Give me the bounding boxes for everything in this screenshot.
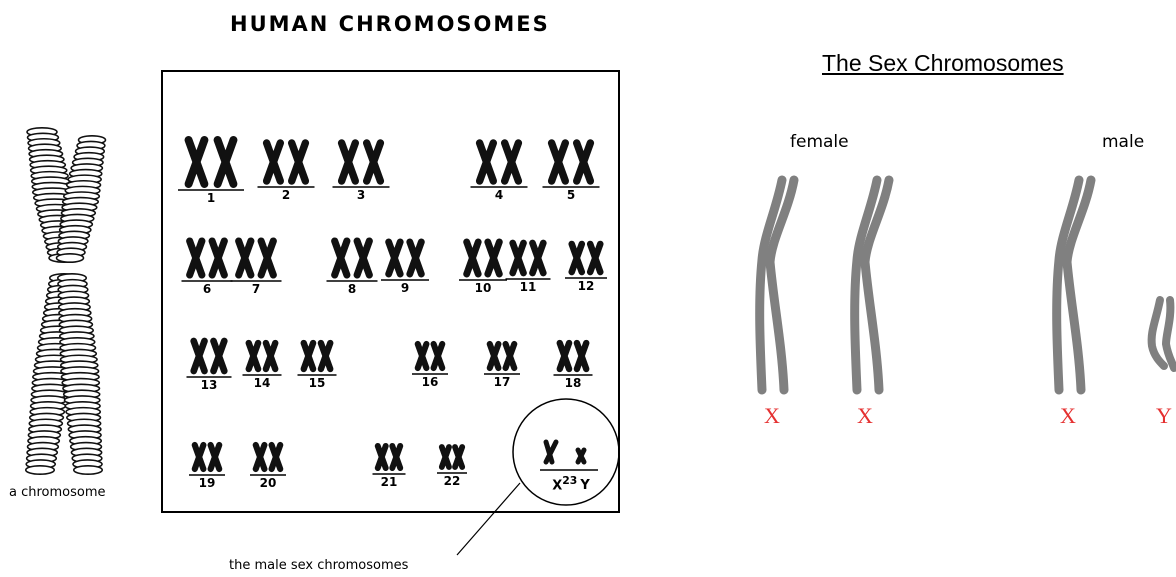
male-letter-x: X [1060,403,1076,429]
female-x-chromosome-2 [855,180,889,390]
male-x-chromosome [1057,180,1091,390]
female-letter-2: X [857,403,873,429]
female-x-chromosome-1 [760,180,794,390]
male-letter-y: Y [1156,403,1172,429]
female-letter-1: X [764,403,780,429]
sex-chromosome-marks [760,180,1174,390]
male-y-chromosome [1152,300,1174,368]
